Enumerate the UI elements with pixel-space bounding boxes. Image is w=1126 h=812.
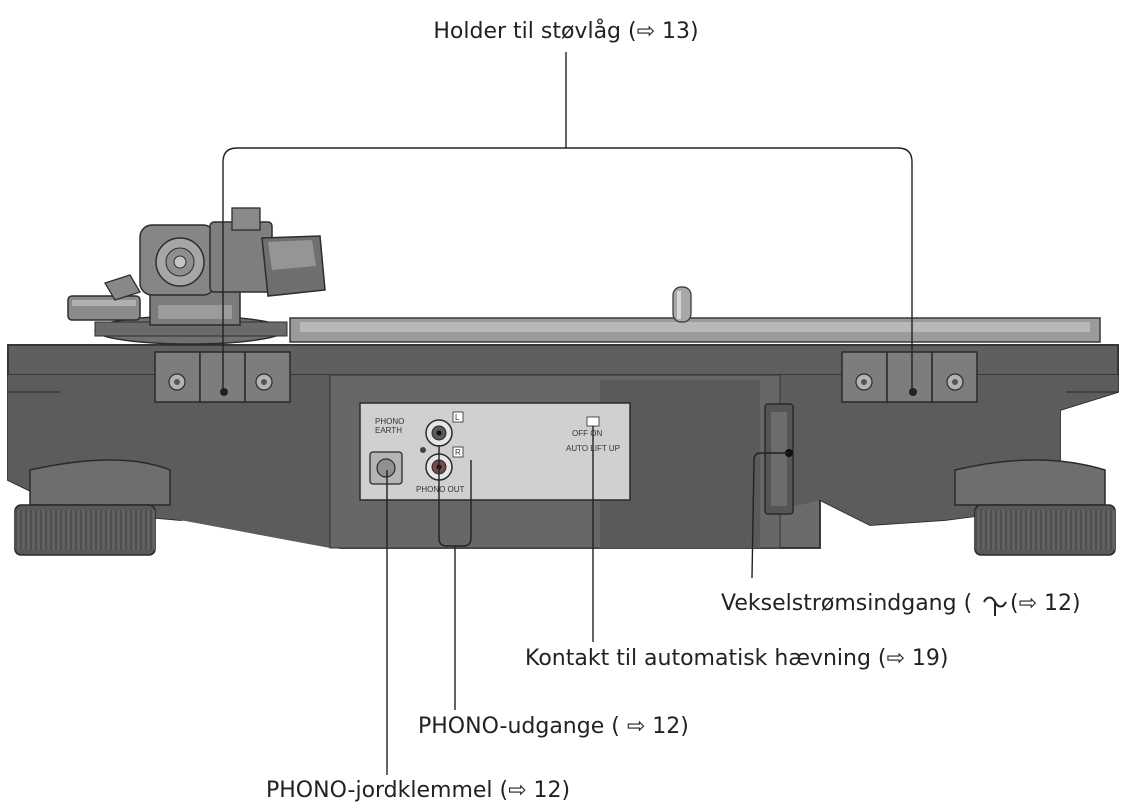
leader-dust-cover-bracket — [222, 147, 913, 392]
switch-off-on-label: OFF ON — [572, 429, 602, 438]
spindle — [672, 286, 692, 323]
plinth-top — [289, 317, 1101, 343]
ac-inlet — [764, 403, 794, 515]
phono-out-jack-l — [425, 419, 453, 447]
rear-connection-panel: PHONO EARTH L R PHONO OUT OFF ON AUTO LI… — [359, 402, 631, 501]
dust-cover-holder-left — [154, 351, 291, 403]
auto-lift-switch — [586, 416, 600, 427]
callout-ac-inlet-prefix: Vekselstrømsindgang ( — [721, 591, 972, 616]
callout-ac-inlet-suffix: (⇨ 12) — [1010, 591, 1081, 616]
ground-screw-icon — [420, 447, 426, 453]
callout-ac-inlet: Vekselstrømsindgang ( (⇨ 12) — [721, 591, 1081, 616]
tonearm-assembly — [67, 207, 326, 345]
ac-tilde-icon — [983, 596, 1007, 616]
channel-l-label: L — [455, 413, 460, 422]
dust-cover-holder-right — [841, 351, 978, 403]
callout-phono-earth-terminal: PHONO-jordklemmel (⇨ 12) — [266, 778, 570, 803]
callout-phono-outputs: PHONO-udgange ( ⇨ 12) — [418, 714, 689, 739]
phono-earth-label-line2: EARTH — [375, 426, 402, 435]
phono-earth-label-line1: PHONO — [375, 417, 404, 426]
leader-lines — [222, 52, 913, 775]
phono-out-label: PHONO OUT — [416, 485, 465, 494]
foot-right — [954, 459, 1116, 556]
callout-auto-lift-switch: Kontakt til automatisk hævning (⇨ 19) — [525, 646, 949, 671]
callout-dust-cover-holder: Holder til støvlåg (⇨ 13) — [433, 18, 698, 44]
channel-r-label: R — [455, 448, 461, 457]
foot-left — [14, 459, 171, 556]
leader-ac-inlet — [751, 452, 789, 579]
